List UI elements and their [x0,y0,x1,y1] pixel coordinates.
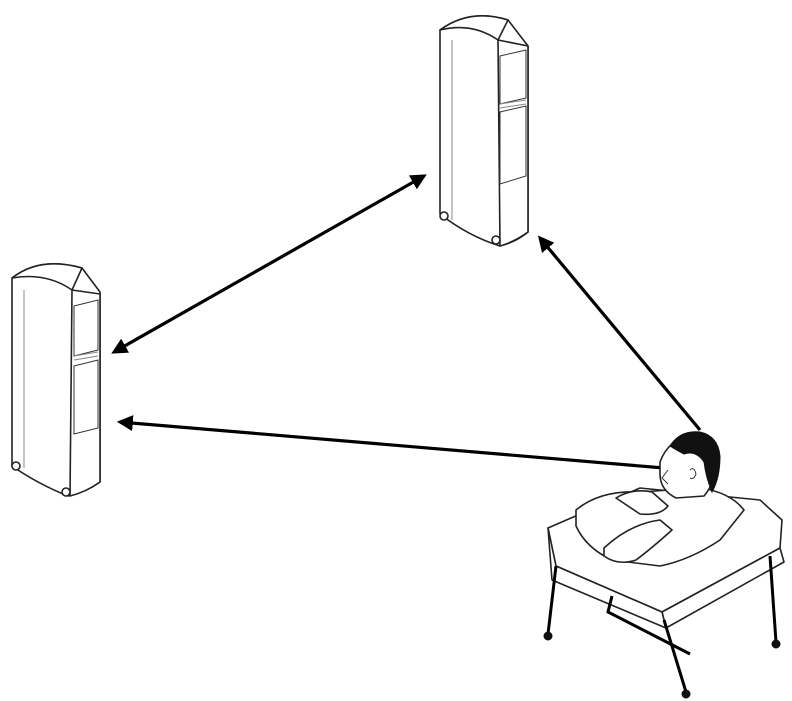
speaker-right-icon [439,14,529,247]
arrow-listener-to-right-speaker [537,235,702,432]
listener-icon [543,431,785,699]
arrows [111,174,702,470]
arrow-between-speakers [111,174,427,354]
speaker-left-icon [11,262,101,497]
arrow-listener-to-left-speaker [116,415,665,470]
